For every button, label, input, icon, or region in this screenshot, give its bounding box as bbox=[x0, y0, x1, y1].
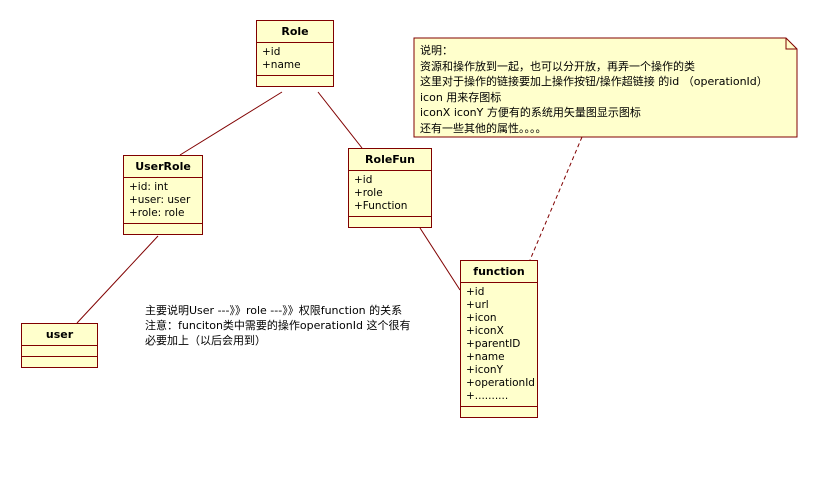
class-attributes: +id+name bbox=[257, 43, 333, 76]
assoc-rolefun-function bbox=[419, 227, 461, 291]
class-operations bbox=[257, 76, 333, 86]
attribute: +user: user bbox=[129, 194, 191, 206]
attribute: +operationId bbox=[466, 377, 535, 389]
class-name: user bbox=[22, 324, 97, 346]
attribute: +id bbox=[466, 286, 485, 298]
note-line: 资源和操作放到一起，也可以分开放，再弄一个操作的类 bbox=[420, 59, 695, 73]
class-name: function bbox=[461, 261, 537, 283]
class-role[interactable]: Role +id+name bbox=[256, 20, 334, 87]
class-operations bbox=[349, 217, 431, 227]
class-rolefun[interactable]: RoleFun +id+role+Function bbox=[348, 148, 432, 228]
class-name: Role bbox=[257, 21, 333, 43]
class-operations bbox=[461, 407, 537, 417]
class-function[interactable]: function +id +url +icon +iconX +parentID… bbox=[460, 260, 538, 418]
description-text: 主要说明User ---》》role ---》》权限function 的关系 注… bbox=[145, 303, 410, 348]
class-operations bbox=[124, 224, 202, 234]
assoc-userrole-user bbox=[76, 235, 159, 324]
attribute: +url bbox=[466, 299, 489, 311]
assoc-role-userrole bbox=[179, 91, 283, 156]
attribute: +.......... bbox=[466, 390, 509, 402]
attribute: +iconX bbox=[466, 325, 504, 337]
attribute: +name bbox=[466, 351, 505, 363]
class-attributes: +id+role+Function bbox=[349, 171, 431, 217]
attribute: +role: role bbox=[129, 207, 185, 219]
attribute: +Function bbox=[354, 200, 408, 212]
class-name: UserRole bbox=[124, 156, 202, 178]
description-line: 主要说明User ---》》role ---》》权限function 的关系 bbox=[145, 304, 403, 317]
note-line: 说明： bbox=[420, 44, 453, 57]
note[interactable]: 说明： 资源和操作放到一起，也可以分开放，再弄一个操作的类 这里对于操作的链接要… bbox=[414, 38, 797, 137]
note-line: 这里对于操作的链接要加上操作按钮/操作超链接 的id （operationId） bbox=[420, 75, 768, 88]
note-anchor-line bbox=[529, 136, 583, 261]
class-attributes bbox=[22, 346, 97, 357]
attribute: +icon bbox=[466, 312, 497, 324]
description-line: 必要加上（以后会用到） bbox=[145, 334, 266, 347]
class-user[interactable]: user bbox=[21, 323, 98, 368]
attribute: +name bbox=[262, 59, 301, 71]
note-line: 还有一些其他的属性。。。。 bbox=[420, 121, 547, 135]
note-shape bbox=[413, 37, 798, 138]
attribute: +id bbox=[354, 174, 373, 186]
note-fold-icon bbox=[785, 38, 797, 50]
attribute: +role bbox=[354, 187, 383, 199]
attribute: +iconY bbox=[466, 364, 503, 376]
class-operations bbox=[22, 357, 97, 367]
note-text: 说明： 资源和操作放到一起，也可以分开放，再弄一个操作的类 这里对于操作的链接要… bbox=[420, 43, 768, 136]
description-line: 注意：funciton类中需要的操作operationId 这个很有 bbox=[145, 319, 411, 332]
class-userrole[interactable]: UserRole +id: int+user: user+role: role bbox=[123, 155, 203, 235]
class-attributes: +id +url +icon +iconX +parentID +name +i… bbox=[461, 283, 537, 407]
attribute: +parentID bbox=[466, 338, 521, 350]
attribute: +id: int bbox=[129, 181, 168, 193]
class-name: RoleFun bbox=[349, 149, 431, 171]
class-attributes: +id: int+user: user+role: role bbox=[124, 178, 202, 224]
note-line: icon 用来存图标 bbox=[420, 90, 502, 104]
assoc-role-rolefun bbox=[317, 91, 363, 149]
note-line: iconX iconY 方便有的系统用矢量图显示图标 bbox=[420, 106, 641, 119]
attribute: +id bbox=[262, 46, 281, 58]
